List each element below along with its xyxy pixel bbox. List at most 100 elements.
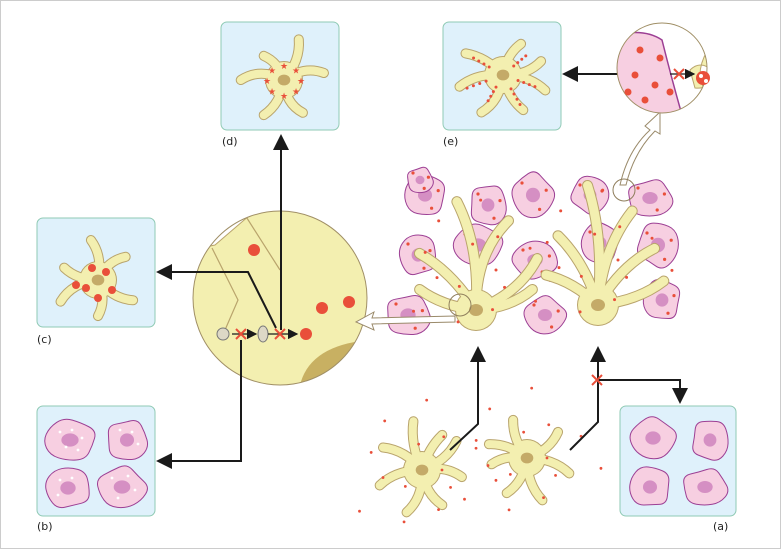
red-dot — [489, 94, 493, 98]
red-dot — [509, 87, 513, 91]
red-dot — [491, 90, 495, 94]
red-dot — [463, 497, 466, 501]
x-stroke — [591, 374, 603, 386]
red-dot — [403, 485, 407, 488]
magnifier-ring — [616, 22, 708, 114]
neuron-nucleus — [60, 481, 76, 495]
white-spot — [76, 448, 80, 452]
red-dot — [478, 81, 482, 85]
red-dot — [430, 206, 434, 210]
star-icon: ★ — [292, 88, 300, 98]
red-dot — [82, 284, 90, 292]
red-dot — [522, 81, 526, 85]
red-dot — [394, 302, 398, 306]
white-spot — [80, 436, 84, 440]
red-dot — [449, 485, 452, 489]
red-dot — [442, 435, 446, 439]
red-dot — [492, 216, 496, 220]
panel-d-glia: ★★★★★★★★ — [235, 34, 329, 121]
neuron-nucleus — [642, 480, 658, 494]
label-e: (e) — [443, 135, 459, 148]
red-dot — [544, 188, 548, 192]
hollow-arrow-zoom-big — [354, 310, 456, 331]
cluster-neuron — [523, 295, 568, 335]
red-dot — [651, 81, 659, 89]
red-dot — [588, 230, 592, 234]
neuron-nucleus — [703, 433, 717, 447]
red-dot — [516, 61, 520, 65]
red-dot — [487, 65, 491, 69]
red-dot — [369, 451, 373, 454]
red-dot — [471, 242, 475, 246]
red-dot — [522, 430, 526, 434]
x-stroke — [274, 328, 286, 340]
red-dot — [383, 419, 387, 423]
vesicle — [696, 71, 710, 85]
red-dot — [515, 97, 519, 101]
red-dot — [88, 264, 96, 272]
red-dot — [518, 102, 522, 106]
neuron-nucleus — [537, 309, 553, 321]
red-dot — [512, 64, 516, 68]
red-dot — [545, 240, 549, 244]
red-dot — [663, 257, 667, 261]
glia-nucleus — [469, 304, 483, 316]
cluster-neuron — [628, 179, 674, 217]
red-dot — [472, 56, 476, 60]
red-dot — [533, 85, 537, 89]
white-spot — [136, 442, 140, 446]
panel-b-neuron — [107, 419, 149, 461]
neuron-nucleus — [525, 187, 541, 203]
panel-a-neuron — [629, 416, 677, 460]
red-dot — [578, 183, 582, 187]
star-icon: ★ — [263, 77, 271, 87]
red-dot — [420, 309, 424, 313]
red-dot — [599, 466, 603, 470]
process-edge — [211, 211, 301, 331]
red-dot — [554, 473, 557, 477]
white-spot — [126, 474, 130, 478]
red-dot — [550, 325, 554, 329]
red-dot — [477, 59, 481, 63]
white-spot — [58, 430, 62, 434]
red-dot — [300, 328, 312, 340]
red-dot — [579, 274, 583, 278]
red-dot — [474, 439, 478, 442]
red-dot — [435, 276, 439, 280]
arrow-to-c — [156, 264, 277, 329]
red-dot — [417, 442, 421, 446]
cluster-glia-left — [412, 196, 552, 331]
red-dot — [94, 294, 102, 302]
red-dot — [556, 309, 560, 313]
red-dot — [343, 296, 355, 308]
panel-a-neuron — [683, 468, 729, 506]
red-dot — [471, 84, 475, 88]
red-dot — [631, 71, 639, 79]
red-dot — [530, 386, 534, 390]
red-dot — [662, 192, 667, 196]
panel-a-neuron — [629, 466, 670, 506]
bottom-glia-left — [358, 398, 498, 524]
red-dot — [616, 258, 620, 262]
cluster-neuron — [511, 171, 556, 219]
star-icon: ★ — [280, 92, 288, 102]
red-dot — [476, 192, 480, 196]
cluster-neuron — [387, 294, 431, 336]
block-x-icon — [274, 328, 286, 340]
red-dot — [672, 294, 676, 298]
red-dot — [538, 207, 542, 211]
red-dot — [527, 83, 531, 87]
arrow-right-glia-up — [569, 346, 606, 451]
red-dot — [496, 235, 500, 239]
red-dot — [624, 88, 632, 96]
star-icon: ★ — [280, 62, 288, 72]
red-dot — [402, 520, 406, 524]
label-c: (c) — [37, 333, 52, 346]
block-x-icon — [673, 68, 685, 80]
red-dot — [520, 57, 524, 61]
red-dot — [426, 175, 430, 179]
red-dot — [645, 231, 649, 235]
red-dot — [479, 198, 483, 202]
label-d: (d) — [222, 135, 238, 148]
